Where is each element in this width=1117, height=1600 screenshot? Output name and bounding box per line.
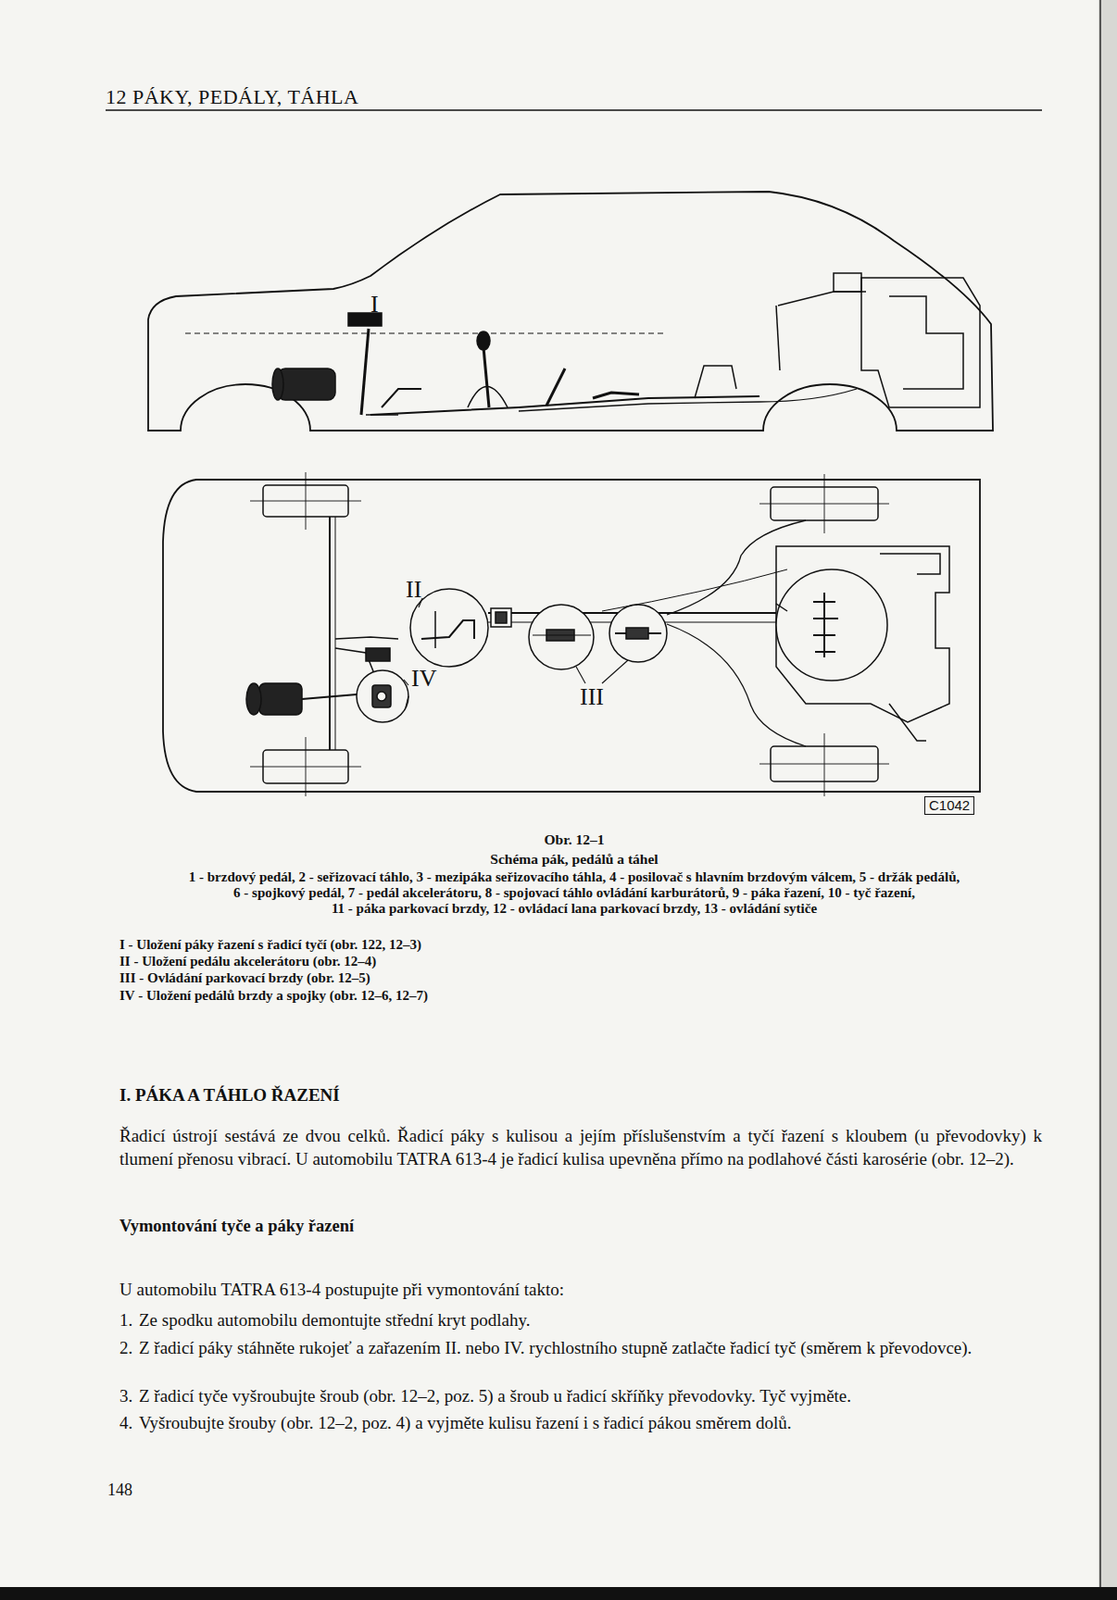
page-header: 12 PÁKY, PEDÁLY, TÁHLA — [105, 85, 359, 110]
plan-view-part — [776, 569, 888, 681]
list-number: 3. — [119, 1384, 133, 1408]
leader-line-part — [576, 666, 586, 684]
section-heading: I. PÁKA A TÁHLO ŘAZENÍ — [119, 1084, 340, 1106]
page-edge-part — [1099, 0, 1102, 1588]
plan-view-part — [328, 516, 331, 751]
page-number: 148 — [107, 1480, 133, 1501]
side-view-part — [370, 396, 760, 415]
side-view-part — [778, 291, 866, 306]
list-number: 2. — [119, 1336, 133, 1360]
list-item: Z řadicí páky stáhněte rukojeť a zařazen… — [138, 1336, 1042, 1360]
side-view-part — [476, 331, 490, 351]
plan-view-part — [609, 604, 667, 663]
side-view-part — [518, 389, 857, 412]
leader-line-part — [403, 679, 409, 686]
callout-number: I — [370, 292, 379, 317]
side-view-part — [483, 347, 490, 408]
side-view-part — [694, 365, 737, 399]
plan-view-part-part — [824, 733, 826, 797]
plan-view-part — [250, 472, 890, 797]
plan-view-part — [532, 634, 591, 636]
plan-view-part — [813, 602, 839, 653]
leader-line-part — [405, 696, 409, 708]
side-view-part — [776, 305, 780, 371]
plan-view-part — [879, 553, 941, 575]
figure-code: C1042 — [928, 797, 970, 815]
callout-number: II — [405, 577, 422, 603]
plan-view-part — [889, 703, 927, 741]
plan-view — [163, 472, 980, 797]
leader-line-part — [602, 660, 628, 684]
callout-number: III — [579, 685, 604, 710]
list-item: Vyšroubujte šrouby (obr. 12–2, poz. 4) a… — [138, 1411, 1042, 1435]
legend-line: 11 - páka parkovací brzdy, 12 - ovládací… — [101, 901, 1047, 917]
plan-view-part — [528, 604, 594, 670]
plan-view-part — [490, 608, 512, 628]
legend-line: 1 - brzdový pedál, 2 - seřizovací táhlo,… — [101, 869, 1047, 886]
figure-code-box: C1042 — [924, 796, 975, 816]
plan-view-part — [259, 683, 302, 716]
page-edge-part — [1098, 0, 1117, 1600]
plan-view-part — [376, 691, 387, 702]
plan-view-part — [776, 603, 788, 612]
side-view-part — [381, 389, 422, 408]
plan-view-part — [602, 569, 788, 612]
side-view-part — [361, 328, 369, 415]
list-item: Z řadicí tyče vyšroubujte šroub (obr. 12… — [138, 1384, 1042, 1408]
plan-view-part — [410, 589, 489, 667]
side-view-part — [185, 333, 667, 335]
body-text: U automobilu TATRA 613-4 postupujte při … — [119, 1278, 1042, 1302]
list-item: Ze spodku automobilu demontujte střední … — [138, 1308, 1042, 1332]
list-number: 4. — [119, 1411, 133, 1435]
plan-view-part — [434, 611, 437, 649]
plan-view-part — [163, 479, 980, 792]
side-view-part — [861, 277, 980, 408]
legend-line: I - Uložení páky řazení s řadicí tyčí (o… — [119, 936, 954, 954]
plan-view-part — [335, 516, 337, 751]
plan-view-part — [776, 546, 950, 723]
plan-view-part-part — [250, 766, 362, 768]
plan-view-part-part — [759, 503, 890, 505]
plan-view-part — [365, 648, 390, 662]
legend-line: IV - Uložení pedálů brzdy a spojky (obr.… — [119, 987, 954, 1005]
side-view-part — [148, 191, 993, 431]
plan-view-part — [372, 685, 391, 708]
side-view-part — [889, 296, 964, 390]
plan-view-part — [246, 683, 262, 716]
plan-view-part — [421, 620, 475, 640]
side-view-part — [546, 368, 565, 406]
plan-view-part — [335, 637, 399, 640]
page-edge-part — [0, 1587, 1117, 1600]
plan-view-part — [356, 670, 409, 723]
side-view — [148, 191, 993, 431]
plan-view-part — [626, 627, 649, 640]
side-view-part — [592, 392, 640, 399]
figure-caption: Schéma pák, pedálů a táhel — [105, 851, 1043, 868]
body-paragraph: Řadicí ústrojí sestává ze dvou celků. Řa… — [119, 1124, 1042, 1171]
plan-view-part — [301, 694, 357, 700]
list-number: 1. — [119, 1308, 133, 1332]
figure-number: Obr. 12–1 — [105, 831, 1043, 849]
side-view-part — [467, 387, 508, 409]
header-rule — [105, 109, 1042, 111]
side-view-part — [833, 273, 862, 292]
callout-number: IV — [411, 666, 437, 691]
plan-view-part — [495, 612, 507, 624]
side-view-part — [277, 368, 336, 401]
legend-line: II - Uložení pedálu akcelerátoru (obr. 1… — [119, 953, 954, 970]
legend-line: III - Ovládání parkovací brzdy (obr. 12–… — [119, 969, 954, 987]
side-view-part — [272, 368, 284, 401]
legend-line: 6 - spojkový pedál, 7 - pedál akceleráto… — [101, 885, 1047, 902]
plan-view-part-part — [250, 501, 362, 503]
subheading: Vymontování tyče a páky řazení — [119, 1216, 354, 1238]
plan-view-part-part — [759, 764, 890, 766]
